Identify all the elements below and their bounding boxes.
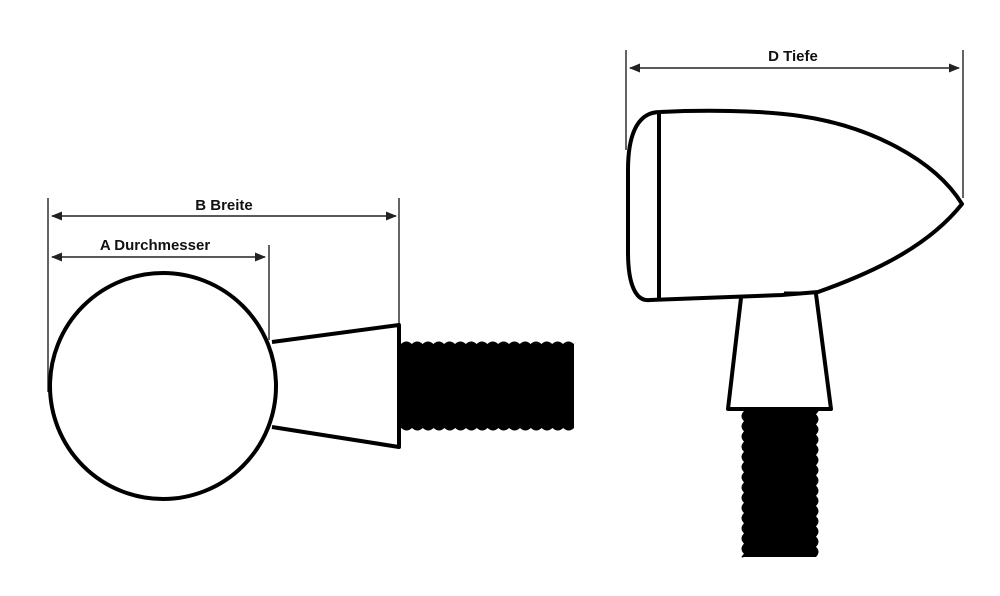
dimension-d-label: D Tiefe: [768, 48, 818, 65]
lamp-housing-circle: [48, 271, 278, 501]
threaded-bolt-vertical: [741, 410, 819, 558]
dimension-a-label: A Durchmesser: [100, 237, 210, 254]
bullet-housing: [626, 108, 964, 303]
dimension-b-label: B Breite: [195, 197, 253, 214]
threaded-bolt-horizontal: [398, 341, 577, 431]
bolt-thread-vertical: [741, 410, 819, 558]
mount-stem: [726, 293, 833, 411]
bolt-thread-horizontal: [398, 341, 577, 431]
front-view: B Breite A Durchmesser: [47, 197, 577, 501]
mount-neck: [271, 323, 401, 449]
side-view: D Tiefe: [625, 48, 964, 558]
